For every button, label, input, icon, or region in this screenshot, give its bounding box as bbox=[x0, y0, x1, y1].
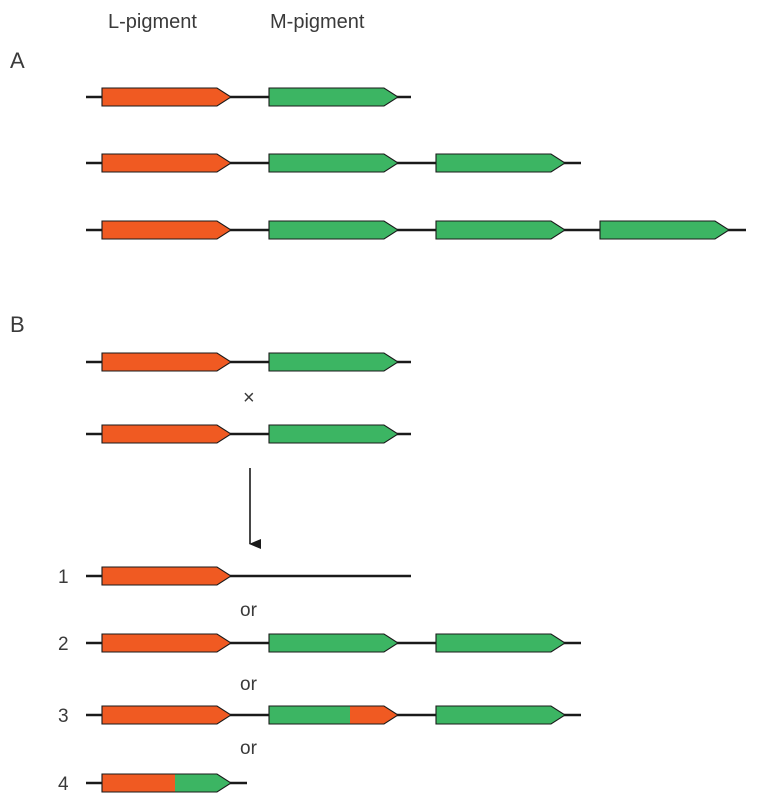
l-pigment-gene bbox=[101, 352, 233, 372]
m-pigment-gene bbox=[268, 352, 400, 372]
outcome-2-arrangement bbox=[86, 633, 581, 653]
l-pigment-gene bbox=[101, 705, 233, 725]
outcome-number-3: 3 bbox=[58, 706, 69, 727]
section-a-row-2 bbox=[86, 153, 581, 173]
l-pigment-gene bbox=[101, 153, 233, 173]
hybrid-gene-outline bbox=[101, 773, 233, 793]
l-pigment-gene bbox=[101, 566, 233, 586]
m-pigment-gene bbox=[435, 220, 567, 240]
or-label: or bbox=[240, 738, 258, 759]
or-label: or bbox=[240, 600, 258, 621]
l-pigment-label: L-pigment bbox=[108, 11, 197, 33]
hybrid-l-segment bbox=[102, 774, 175, 792]
m-pigment-gene bbox=[268, 633, 400, 653]
m-pigment-gene bbox=[268, 87, 400, 107]
section-b-label: B bbox=[10, 312, 25, 337]
l-pigment-gene bbox=[101, 220, 233, 240]
m-pigment-gene bbox=[268, 153, 400, 173]
outcome-4-arrangement bbox=[86, 773, 247, 793]
hybrid-l-segment bbox=[350, 706, 398, 724]
l-pigment-gene bbox=[101, 633, 233, 653]
section-a-row-3 bbox=[86, 220, 746, 240]
m-pigment-gene bbox=[268, 424, 400, 444]
or-label: or bbox=[240, 674, 258, 695]
m-pigment-gene bbox=[435, 705, 567, 725]
outcome-3-arrangement bbox=[86, 705, 581, 725]
section-a-label: A bbox=[10, 48, 25, 73]
m-pigment-gene bbox=[435, 633, 567, 653]
m-pigment-gene bbox=[268, 220, 400, 240]
section-a-row-1 bbox=[86, 87, 411, 107]
m-pigment-gene bbox=[435, 153, 567, 173]
hybrid-gene-outline bbox=[268, 705, 400, 725]
m-pigment-gene bbox=[599, 220, 731, 240]
hybrid-m-segment bbox=[175, 774, 231, 792]
cross-symbol: × bbox=[243, 387, 255, 409]
m-pigment-label: M-pigment bbox=[270, 11, 365, 33]
outcome-number-1: 1 bbox=[58, 567, 69, 588]
l-pigment-gene bbox=[101, 87, 233, 107]
hybrid-m-segment bbox=[269, 706, 350, 724]
section-b-parent-2 bbox=[86, 424, 411, 444]
hybrid-m-l-gene bbox=[268, 705, 400, 725]
outcome-number-4: 4 bbox=[58, 774, 69, 795]
outcome-1-arrangement bbox=[86, 566, 411, 586]
outcome-number-2: 2 bbox=[58, 634, 69, 655]
section-b-parent-1 bbox=[86, 352, 411, 372]
hybrid-l-m-gene bbox=[101, 773, 233, 793]
l-pigment-gene bbox=[101, 424, 233, 444]
